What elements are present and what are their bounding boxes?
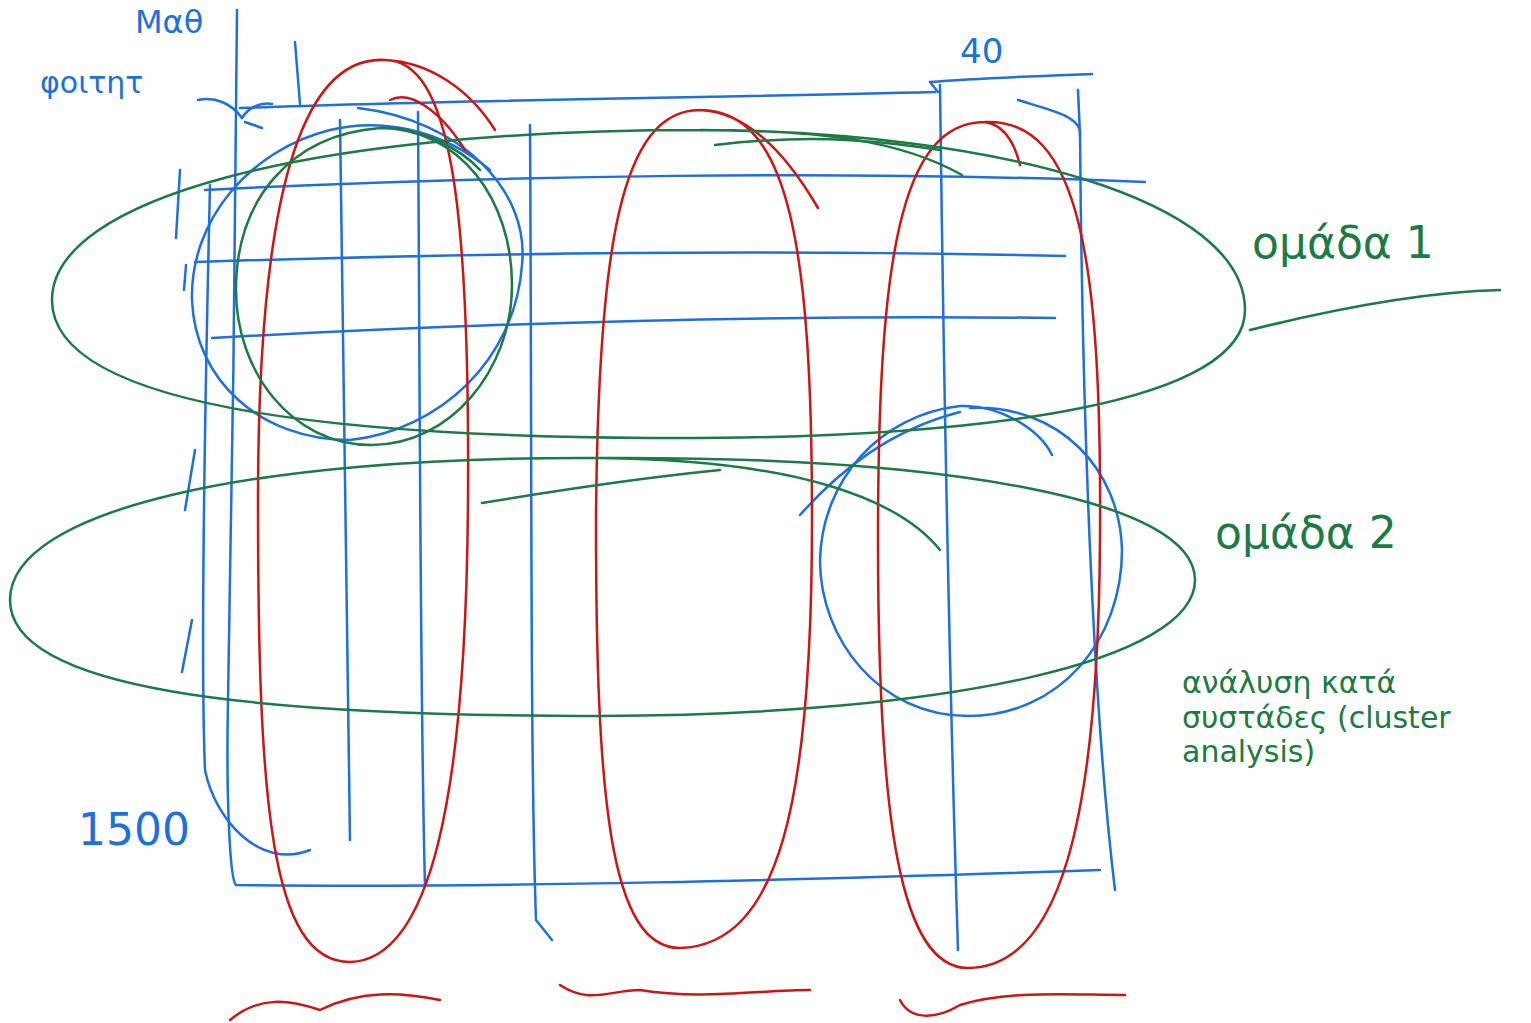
dimension-label: 40 bbox=[960, 32, 1003, 71]
column-groups bbox=[230, 60, 1125, 1020]
group-label: ομάδα 1 bbox=[1252, 218, 1434, 269]
dimension-label: 1500 bbox=[78, 805, 190, 856]
axis-label: φοιτητ bbox=[40, 66, 143, 101]
axis-label: Μαθ bbox=[135, 4, 203, 41]
data-matrix bbox=[176, 10, 1145, 950]
row-groups bbox=[10, 128, 1500, 716]
group-label: ομάδα 2 bbox=[1215, 508, 1397, 559]
method-note: ανάλυση κατά συστάδες (cluster analysis) bbox=[1182, 666, 1522, 770]
